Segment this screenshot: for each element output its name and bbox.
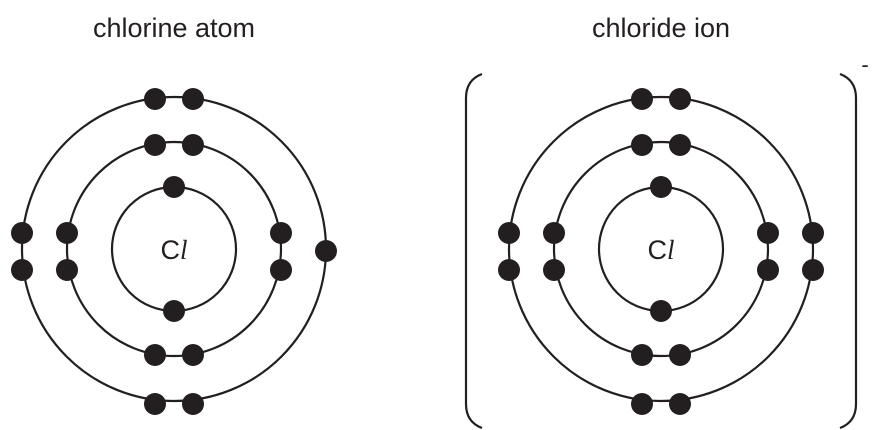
electron [270,259,292,281]
electron [669,88,691,110]
electron [182,344,204,366]
chlorine-atom-caption: chlorine atom [93,13,255,43]
chloride-ion-caption: chloride ion [592,13,730,43]
electron [631,134,653,156]
chloride-ion-diagram: chloride ion Cl [464,13,869,430]
electron [669,134,691,156]
electron [182,393,204,415]
middle-shell [552,140,770,358]
electron [757,222,779,244]
electron [631,344,653,366]
right-bracket [839,72,858,430]
outer-shell [507,95,815,403]
electron [144,88,166,110]
electron [543,222,565,244]
left-bracket [464,72,483,430]
electron [543,259,565,281]
nucleus-symbol: Cl [647,235,674,265]
electron [315,240,337,262]
electrons-group [11,88,337,415]
electron [182,134,204,156]
nucleus-symbol: Cl [160,235,187,265]
electron [56,222,78,244]
electron [144,134,166,156]
electron [631,393,653,415]
electron [11,259,33,281]
electron [56,259,78,281]
electron [650,176,672,198]
electron [144,393,166,415]
electron [498,259,520,281]
electron [669,393,691,415]
electron [498,222,520,244]
electron [270,222,292,244]
electron [802,259,824,281]
electron [757,259,779,281]
electron [163,300,185,322]
electron [182,88,204,110]
chlorine-atom-diagram: chlorine atom Cl [11,13,337,415]
electrons-group [498,88,824,415]
electron [631,88,653,110]
ion-charge: - [861,52,868,77]
electron [11,222,33,244]
electron [650,300,672,322]
middle-shell [65,140,283,358]
electron [163,176,185,198]
electron [802,222,824,244]
electron [144,344,166,366]
electron [669,344,691,366]
